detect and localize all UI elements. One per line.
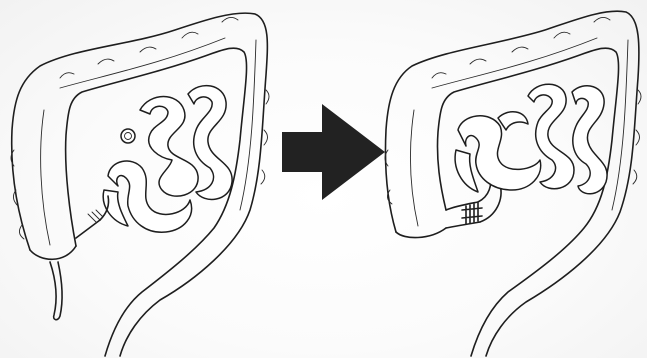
right-loop-4 bbox=[455, 150, 478, 192]
left-haustra-top bbox=[60, 17, 238, 78]
left-small-bowel bbox=[100, 86, 232, 233]
right-panel-colon bbox=[385, 11, 641, 356]
left-loop-1 bbox=[140, 97, 198, 197]
left-lesion-marker bbox=[121, 129, 135, 143]
left-terminal-ileum bbox=[76, 220, 100, 238]
left-panel-colon bbox=[11, 13, 269, 356]
right-loop-5 bbox=[498, 112, 528, 130]
right-loop-2 bbox=[572, 86, 607, 194]
right-taenia-top bbox=[432, 38, 597, 88]
right-colon-stump bbox=[396, 228, 446, 238]
right-anastomosis-bottom bbox=[446, 222, 480, 228]
left-taenia-top bbox=[60, 38, 225, 88]
right-taenia-right bbox=[612, 40, 628, 210]
left-taenia-right bbox=[240, 40, 256, 210]
left-taenia-left bbox=[41, 110, 50, 245]
right-staple-line bbox=[462, 203, 482, 224]
right-arrow-icon bbox=[282, 104, 385, 200]
right-small-bowel bbox=[455, 84, 607, 194]
right-haustra-top bbox=[432, 17, 610, 78]
right-taenia-left bbox=[411, 110, 418, 226]
right-ileum-lower bbox=[480, 184, 501, 222]
left-cecum-base bbox=[30, 246, 76, 259]
left-appendix bbox=[50, 262, 62, 320]
